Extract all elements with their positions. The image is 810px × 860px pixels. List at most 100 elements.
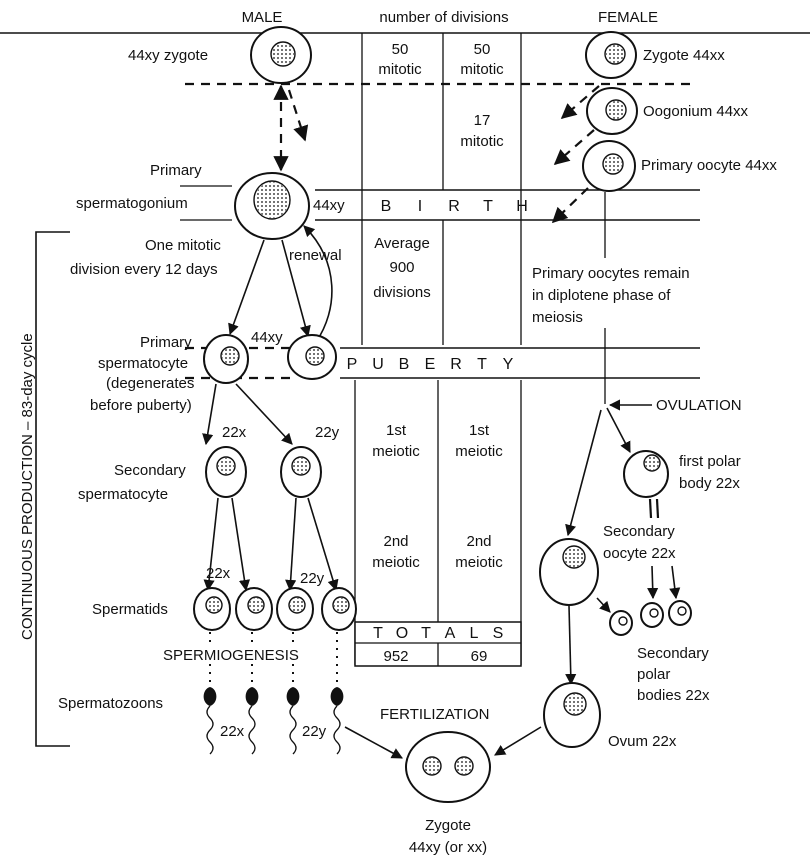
puberty-letter: E [425,356,436,373]
secondary-sc-label-1: Secondary [114,462,186,479]
totals-letter: O [396,625,408,642]
oocyte-remain-label-3: meiosis [532,309,583,326]
side-bracket [35,231,70,747]
female-header: FEMALE [598,9,658,26]
secondary-to-polar-arrow-1 [596,597,611,613]
totals-letter: A [445,625,456,642]
puberty-letter: T [477,356,487,373]
sg-to-sc-arrow-left [228,239,265,336]
spermatid-cell-2 [235,587,273,631]
primary-sc-label-4: before puberty) [90,397,192,414]
spermatozoon-2 [245,687,259,755]
spermatozoon-1 [203,687,217,755]
male-2nd-meiotic-num: 2nd [383,533,408,550]
first-polar-label-2: body 22x [679,475,740,492]
spermatocyte-karyotype: 44xy [251,329,283,346]
sc-to-secondary-left [202,383,217,446]
spermatid-x-label: 22x [206,565,231,582]
spermiogenesis-label: SPERMIOGENESIS [163,647,299,664]
secondary-to-ovum-arrow [565,605,577,686]
birth-letter: T [483,198,493,215]
ovum-to-zygote-arrow [494,726,542,756]
oogonium-cell [586,87,638,135]
final-zygote-label-2: 44xy (or xx) [409,839,487,856]
renewal-arrow [303,225,333,343]
oocyte-remain-label-1: Primary oocytes remain [532,265,690,282]
sperm-to-zygote-arrow [344,726,403,759]
male-top-type: mitotic [378,61,422,78]
female-mid-count: 17 [474,112,491,129]
polar-division-line-2 [655,498,660,519]
secondary-sc-label-2: spermatocyte [78,486,168,503]
renewal-label: renewal [289,247,342,264]
secondary-polar-label-1: Secondary [637,645,709,662]
sec-x-to-spermatid-2 [231,497,251,592]
sc-to-secondary-right [235,383,293,445]
primary-oocyte-cell [582,140,636,192]
oocyte-to-birth-arrow [551,187,589,224]
primary-spermatocyte-cell-right [287,334,337,380]
female-2nd-meiotic-num: 2nd [466,533,491,550]
spermatid-y-label: 22y [300,570,325,587]
secondary-oocyte-label-1: Secondary [603,523,675,540]
secondary-y-label: 22y [315,424,340,441]
male-header: MALE [242,9,283,26]
polar-split-arrow-2 [669,565,681,600]
spermatid-cell-1 [193,587,231,631]
spermatids-label: Spermatids [92,601,168,618]
female-top-type: mitotic [460,61,504,78]
female-1st-meiotic-type: meiotic [455,443,503,460]
secondary-spermatocyte-x-cell [205,446,247,498]
female-zygote-cell [585,31,637,79]
oocyte-to-secondary-arrow [565,409,602,537]
secondary-polar-body-2 [640,602,664,628]
male-1st-meiotic-type: meiotic [372,443,420,460]
sec-y-to-spermatid-4 [307,497,339,592]
birth-letter: B [381,198,392,215]
divisions-header: number of divisions [379,9,508,26]
polar-division-line-1 [648,498,653,519]
oocyte-remain-label-2: in diplotene phase of [532,287,671,304]
oocyte-to-polar-arrow [606,407,631,453]
puberty-letter: B [399,356,410,373]
female-2nd-meiotic-type: meiotic [455,554,503,571]
secondary-polar-label-3: bodies 22x [637,687,710,704]
puberty-letter: Y [503,356,514,373]
sec-x-to-spermatid-1 [203,497,219,592]
spermatid-cell-4 [321,587,357,631]
mitotic-division-label-1: One mitotic [145,237,221,254]
male-zygote-label: 44xy zygote [128,47,208,64]
first-polar-body-cell [623,450,669,498]
primary-sc-label-1: Primary [140,334,192,351]
spermatozoon-3 [286,687,300,755]
fertilized-zygote-cell [405,731,491,803]
male-zygote-arrow-side [287,89,309,142]
ovulation-label: OVULATION [656,397,742,414]
average-value: 900 [389,259,414,276]
average-label: Average [374,235,430,252]
sg-to-sc-arrow-right [281,239,311,338]
totals-letter: L [470,625,479,642]
first-polar-label-1: first polar [679,453,741,470]
sperm-x-label: 22x [220,723,245,740]
ovum-cell [543,682,601,748]
sec-y-to-spermatid-3 [285,497,297,592]
secondary-polar-label-2: polar [637,666,670,683]
polar-split-arrow-1 [647,565,659,600]
puberty-letter: U [372,356,384,373]
female-mid-type: mitotic [460,133,504,150]
secondary-oocyte-label-2: oocyte 22x [603,545,676,562]
spermiogenesis-dotted-lines [209,632,338,688]
spermatozoon-4 [330,687,344,755]
totals-letter: T [373,625,383,642]
secondary-polar-body-3 [668,600,692,626]
spermiogenesis-label-bg [158,644,336,664]
secondary-oocyte-cell [539,538,599,606]
spermatid-cell-3 [276,587,314,631]
primary-spermatogonium-cell [234,172,310,240]
birth-letter: R [448,198,460,215]
puberty-letter: R [450,356,462,373]
